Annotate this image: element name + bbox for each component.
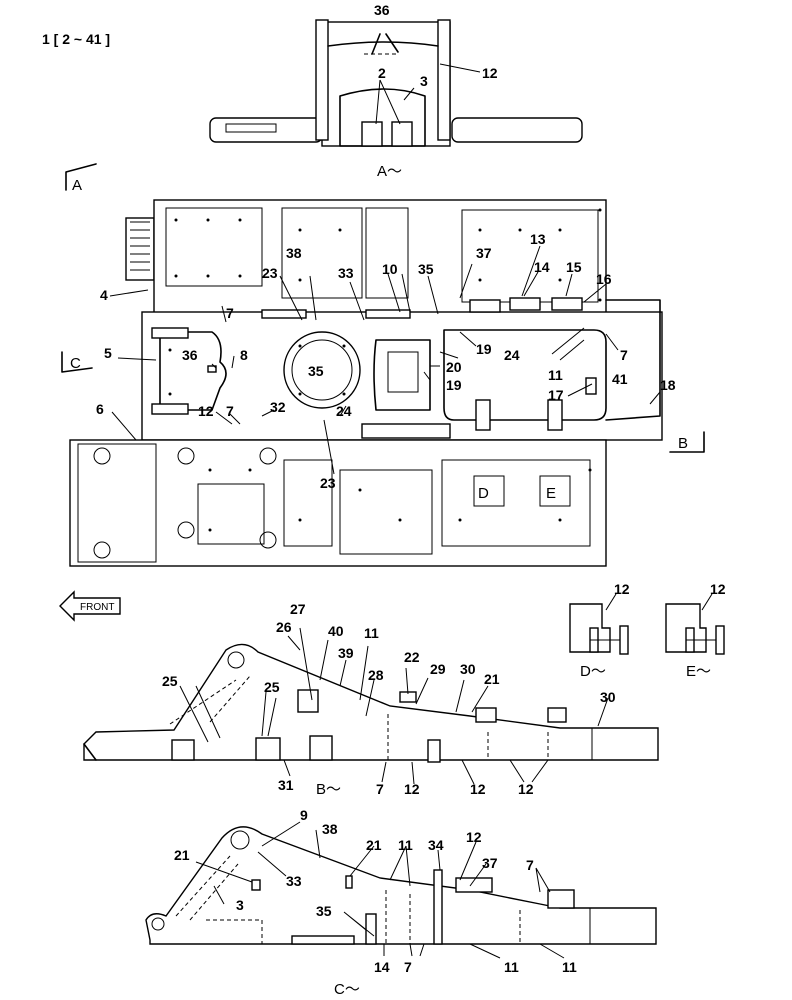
view-b-caption: B～ xyxy=(316,781,341,798)
callout-14: 14 xyxy=(374,959,390,975)
callout-2: 2 xyxy=(378,65,386,81)
callout-12: 12 xyxy=(466,829,482,845)
callout-25: 25 xyxy=(264,679,280,695)
callout-7: 7 xyxy=(526,857,534,873)
callout-28: 28 xyxy=(368,667,384,683)
view-arrow-c-label: C xyxy=(70,355,81,372)
callout-7: 7 xyxy=(620,347,628,363)
callout-12: 12 xyxy=(518,781,534,797)
callout-7: 7 xyxy=(376,781,384,797)
callout-7: 7 xyxy=(226,305,234,321)
callout-10: 10 xyxy=(382,261,398,277)
callout-30: 30 xyxy=(460,661,476,677)
callout-21: 21 xyxy=(174,847,190,863)
callout-4: 4 xyxy=(100,287,108,303)
callout-22: 22 xyxy=(404,649,420,665)
callout-41: 41 xyxy=(612,371,628,387)
callout-34: 34 xyxy=(428,837,444,853)
callout-36: 36 xyxy=(374,2,390,18)
detail-marker-d: D xyxy=(478,485,489,502)
view-a: 36 12 2 3 A～ xyxy=(209,2,583,180)
callout-25: 25 xyxy=(162,673,178,689)
callout-40: 40 xyxy=(328,623,344,639)
callout-15: 15 xyxy=(566,259,582,275)
callout-38: 38 xyxy=(286,245,302,261)
callout-11: 11 xyxy=(548,367,563,383)
callout-8: 8 xyxy=(240,347,248,363)
callout-35: 35 xyxy=(316,903,332,919)
callout-13: 13 xyxy=(530,231,546,247)
callout-17: 17 xyxy=(548,387,564,403)
callout-14: 14 xyxy=(534,259,550,275)
detail-marker-e: E xyxy=(546,485,556,502)
view-b: 27 26 40 11 39 28 22 29 30 21 25 25 30 3… xyxy=(83,601,659,798)
detail-d: 12 D～ xyxy=(569,581,630,680)
view-e-caption: E～ xyxy=(686,663,711,680)
callout-12: 12 xyxy=(198,403,214,419)
callout-7: 7 xyxy=(226,403,234,419)
callout-21: 21 xyxy=(484,671,500,687)
callout-12: 12 xyxy=(710,581,726,597)
callout-33: 33 xyxy=(338,265,354,281)
callout-19: 19 xyxy=(476,341,492,357)
callout-27: 27 xyxy=(290,601,306,617)
callout-6: 6 xyxy=(96,401,104,417)
callout-37: 37 xyxy=(482,855,498,871)
callout-37: 37 xyxy=(476,245,492,261)
callout-11: 11 xyxy=(562,959,577,975)
view-a-caption: A～ xyxy=(377,163,402,180)
callout-38: 38 xyxy=(322,821,338,837)
plan-view: D E 13 38 23 33 10 35 xyxy=(69,199,676,567)
callout-24: 24 xyxy=(504,347,520,363)
callout-36: 36 xyxy=(182,347,198,363)
callout-18: 18 xyxy=(660,377,676,393)
callout-30: 30 xyxy=(600,689,616,705)
callout-21: 21 xyxy=(366,837,382,853)
callout-39: 39 xyxy=(338,645,354,661)
front-label: FRONT xyxy=(80,602,114,613)
callout-11: 11 xyxy=(398,837,413,853)
callout-12: 12 xyxy=(404,781,420,797)
callout-12: 12 xyxy=(470,781,486,797)
view-arrow-c: C xyxy=(61,351,93,373)
callout-33: 33 xyxy=(286,873,302,889)
callout-12: 12 xyxy=(482,65,498,81)
view-arrow-b: B xyxy=(669,431,705,453)
callout-23: 23 xyxy=(320,475,336,491)
callout-26: 26 xyxy=(276,619,292,635)
callout-9: 9 xyxy=(300,807,308,823)
callout-3: 3 xyxy=(236,897,244,913)
callout-19: 19 xyxy=(446,377,462,393)
callout-7: 7 xyxy=(404,959,412,975)
callout-11: 11 xyxy=(504,959,519,975)
front-direction-arrow: FRONT xyxy=(59,590,121,622)
view-d-caption: D～ xyxy=(580,663,606,680)
callout-24: 24 xyxy=(336,403,352,419)
sheet-header: 1 [ 2 ~ 41 ] xyxy=(42,31,110,47)
view-arrow-b-label: B xyxy=(678,435,688,452)
callout-31: 31 xyxy=(278,777,294,793)
callout-35: 35 xyxy=(308,363,324,379)
view-arrow-a-label: A xyxy=(72,177,82,194)
callout-12: 12 xyxy=(614,581,630,597)
callout-32: 32 xyxy=(270,399,286,415)
callout-11: 11 xyxy=(364,625,379,641)
detail-e: 12 E～ xyxy=(665,581,726,680)
callout-35: 35 xyxy=(418,261,434,277)
callout-20: 20 xyxy=(446,359,462,375)
callout-16: 16 xyxy=(596,271,612,287)
view-arrow-a: A xyxy=(65,163,97,194)
callout-5: 5 xyxy=(104,345,112,361)
callout-29: 29 xyxy=(430,661,446,677)
view-c-caption: C～ xyxy=(334,981,360,998)
callout-3: 3 xyxy=(420,73,428,89)
callout-23: 23 xyxy=(262,265,278,281)
view-c: 9 38 21 33 3 21 11 34 12 37 7 35 14 7 11… xyxy=(145,807,657,998)
